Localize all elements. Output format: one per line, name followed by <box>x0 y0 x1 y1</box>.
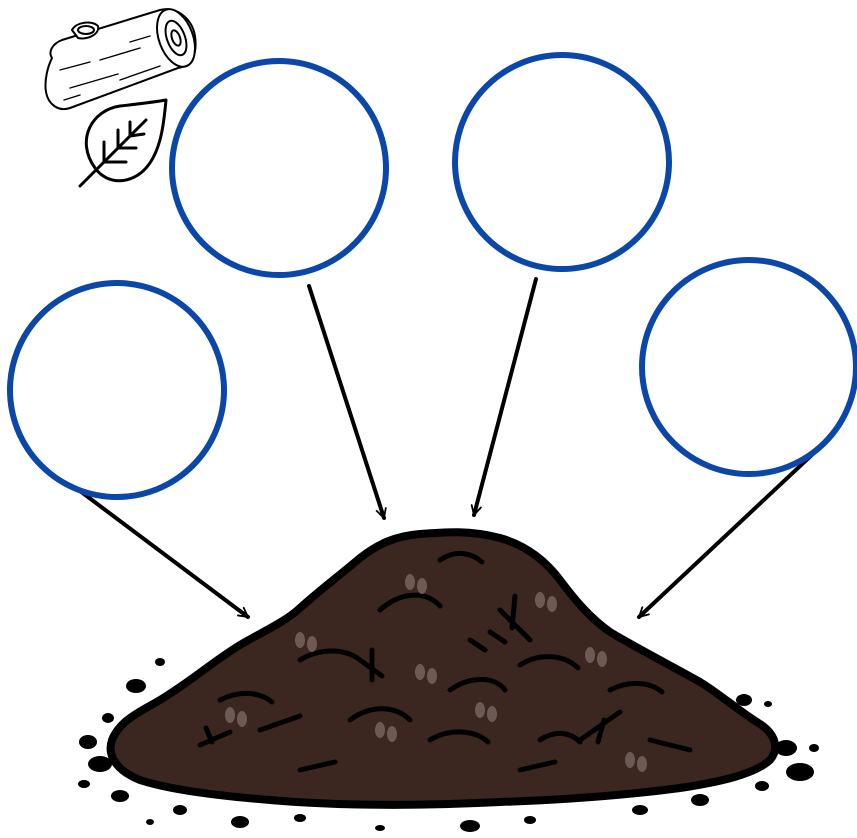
arrow-right <box>639 452 815 617</box>
log-icon <box>45 4 202 109</box>
arrow-top-right <box>474 279 536 515</box>
blank-circle-left[interactable] <box>10 283 224 497</box>
leaf-icon <box>80 100 166 186</box>
blank-circle-top-right[interactable] <box>455 55 669 269</box>
soil-pile-icon <box>78 532 819 832</box>
arrow-top-left <box>309 286 384 518</box>
blank-circle-top-left[interactable] <box>172 61 386 275</box>
blank-circle-right[interactable] <box>642 260 856 474</box>
